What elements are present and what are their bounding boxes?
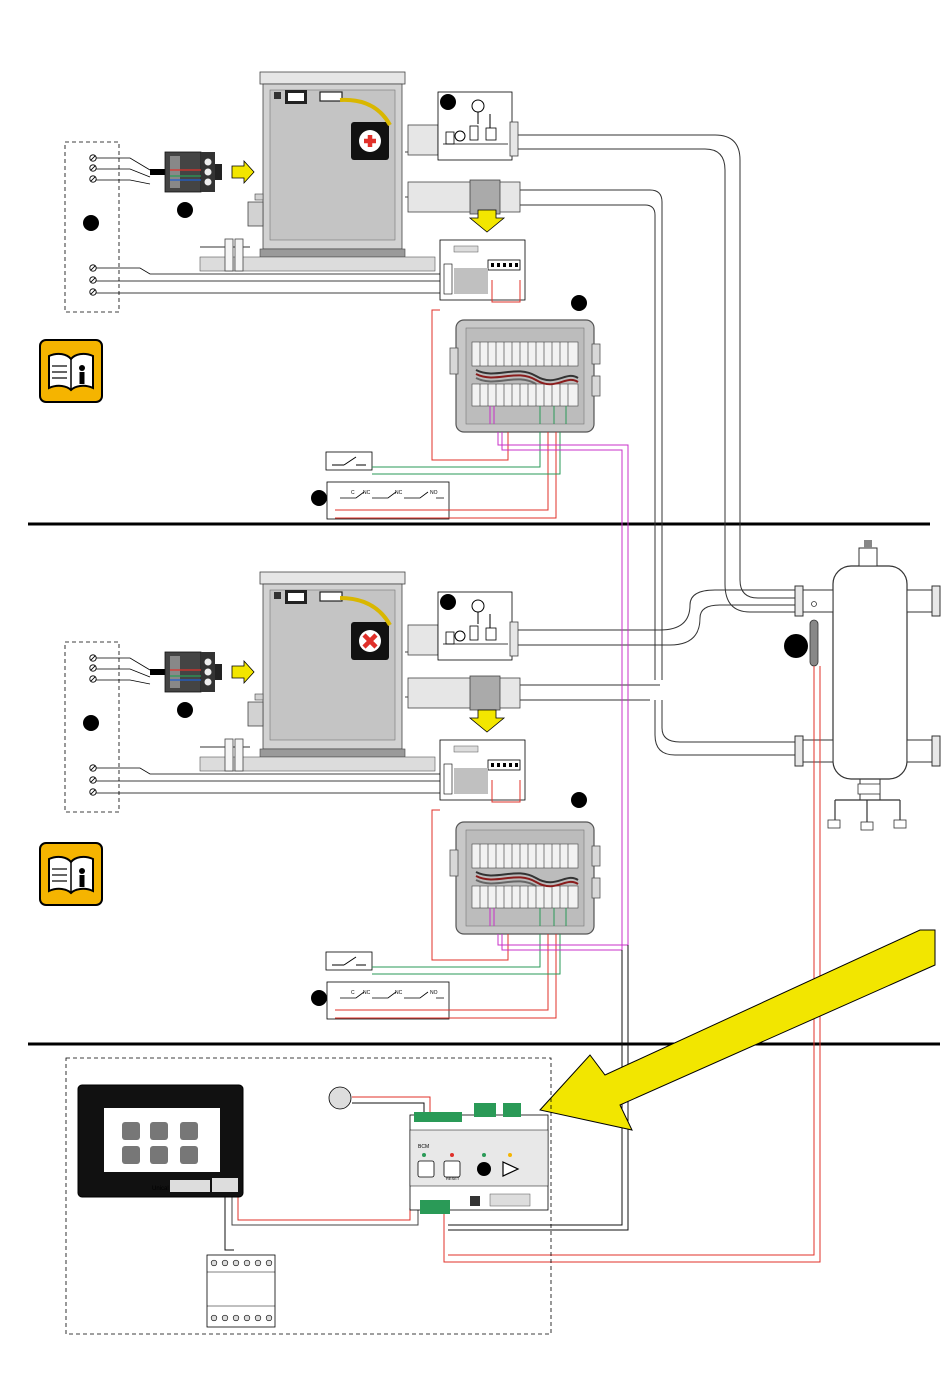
svg-text:NO: NO: [430, 990, 438, 996]
junction-box-top: [450, 295, 600, 432]
junction-box-middle: [450, 792, 600, 934]
relay-box-middle: [440, 740, 525, 800]
svg-text:NO: NO: [430, 490, 438, 496]
power-supply: [207, 1255, 275, 1327]
flow-switch-middle: [326, 952, 372, 970]
manual-info-icon-middle: [40, 843, 102, 905]
svg-text:C: C: [351, 490, 355, 496]
manual-info-icon: [40, 340, 102, 402]
yellow-callout-arrow: [540, 930, 935, 1130]
svg-text:BCM: BCM: [418, 1144, 429, 1150]
svg-text:RESET: RESET: [446, 1176, 460, 1181]
relay-box-top: [440, 240, 525, 300]
bcm-module: BCM RESET: [410, 1103, 548, 1214]
svg-text:NC: NC: [363, 990, 371, 996]
contact-strip-top: C NC NC NO: [311, 482, 449, 519]
touch-controller: Unical: [78, 1085, 243, 1197]
svg-text:NC: NC: [395, 990, 403, 996]
valve-group-middle: [408, 592, 520, 732]
svg-text:NC: NC: [395, 490, 403, 496]
connector-plug-middle: [150, 652, 254, 718]
valve-group-top: [408, 92, 520, 232]
outdoor-sensor: [329, 1087, 351, 1109]
svg-text:Unical: Unical: [152, 1186, 169, 1192]
svg-text:C: C: [351, 990, 355, 996]
connector-plug-top: [150, 152, 254, 218]
svg-text:NC: NC: [363, 490, 371, 496]
hydraulic-separator: [784, 540, 940, 830]
contact-strip-middle: C NC NC NO: [311, 982, 449, 1019]
flow-switch-top: [326, 452, 372, 470]
